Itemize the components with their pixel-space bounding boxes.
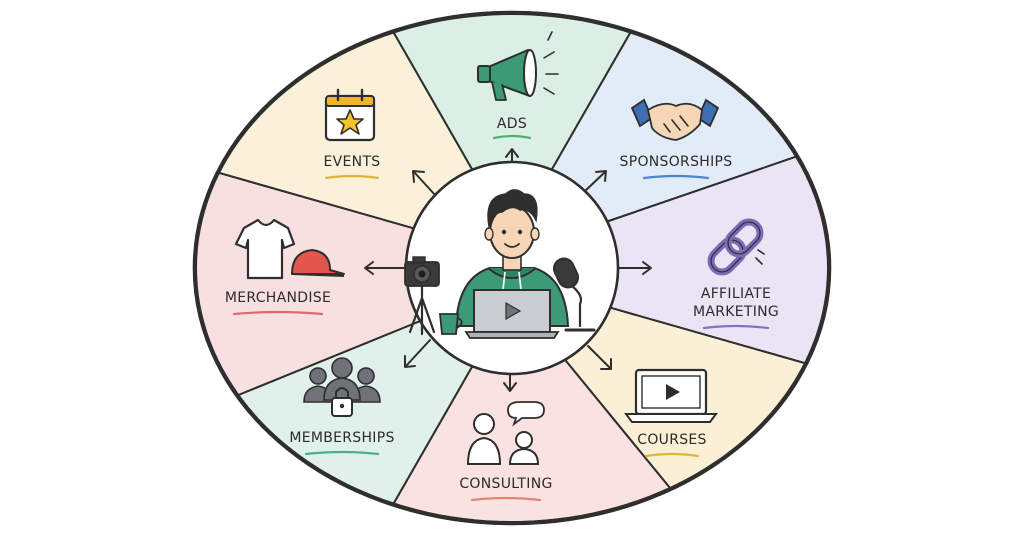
arrow-sponsorships	[583, 170, 607, 193]
underline-merchandise	[232, 310, 324, 316]
underline-events	[324, 174, 380, 180]
underline-courses	[644, 452, 700, 458]
arrow-memberships	[404, 339, 431, 368]
handshake-icon	[630, 98, 720, 141]
underline-affiliate	[702, 324, 770, 330]
underline-memberships	[304, 450, 380, 456]
group-lock-icon	[303, 357, 381, 417]
megaphone-icon	[477, 31, 559, 101]
label-sponsorships: SPONSORSHIPS	[620, 154, 733, 170]
label-courses: COURSES	[637, 432, 707, 448]
label-affiliate-line1: AFFILIATE	[701, 286, 771, 302]
calendar-star-icon	[324, 88, 376, 142]
label-memberships: MEMBERSHIPS	[289, 430, 394, 446]
labels: ADS SPONSORSHIPS AFFILIATE MARKETING COU…	[225, 116, 779, 502]
video-laptop-icon	[624, 368, 718, 423]
underline-ads	[492, 134, 532, 140]
creator-illustration	[404, 189, 596, 339]
label-events: EVENTS	[324, 154, 381, 170]
arrows	[364, 148, 652, 392]
underline-consulting	[470, 496, 542, 502]
underline-sponsorships	[642, 174, 710, 180]
label-consulting: CONSULTING	[459, 476, 552, 492]
arrow-courses	[587, 345, 612, 370]
chain-link-icon	[707, 218, 765, 276]
play-icon	[505, 301, 522, 321]
cap-icon	[291, 249, 345, 275]
tshirt-icon	[234, 218, 296, 280]
arrow-merchandise	[364, 261, 406, 275]
microphone-icon	[552, 257, 596, 332]
camera-tripod-icon	[404, 256, 440, 336]
arrow-affiliate	[617, 261, 652, 275]
outer-ring	[192, 10, 832, 526]
tshirt-cap-icon	[234, 218, 345, 280]
label-merchandise: MERCHANDISE	[225, 290, 331, 306]
hair-icon	[487, 189, 538, 230]
label-ads: ADS	[497, 116, 527, 132]
label-affiliate-line2: MARKETING	[693, 304, 779, 320]
consulting-people-icon	[466, 401, 545, 465]
mug-icon	[439, 313, 459, 335]
arrow-events	[412, 170, 437, 197]
